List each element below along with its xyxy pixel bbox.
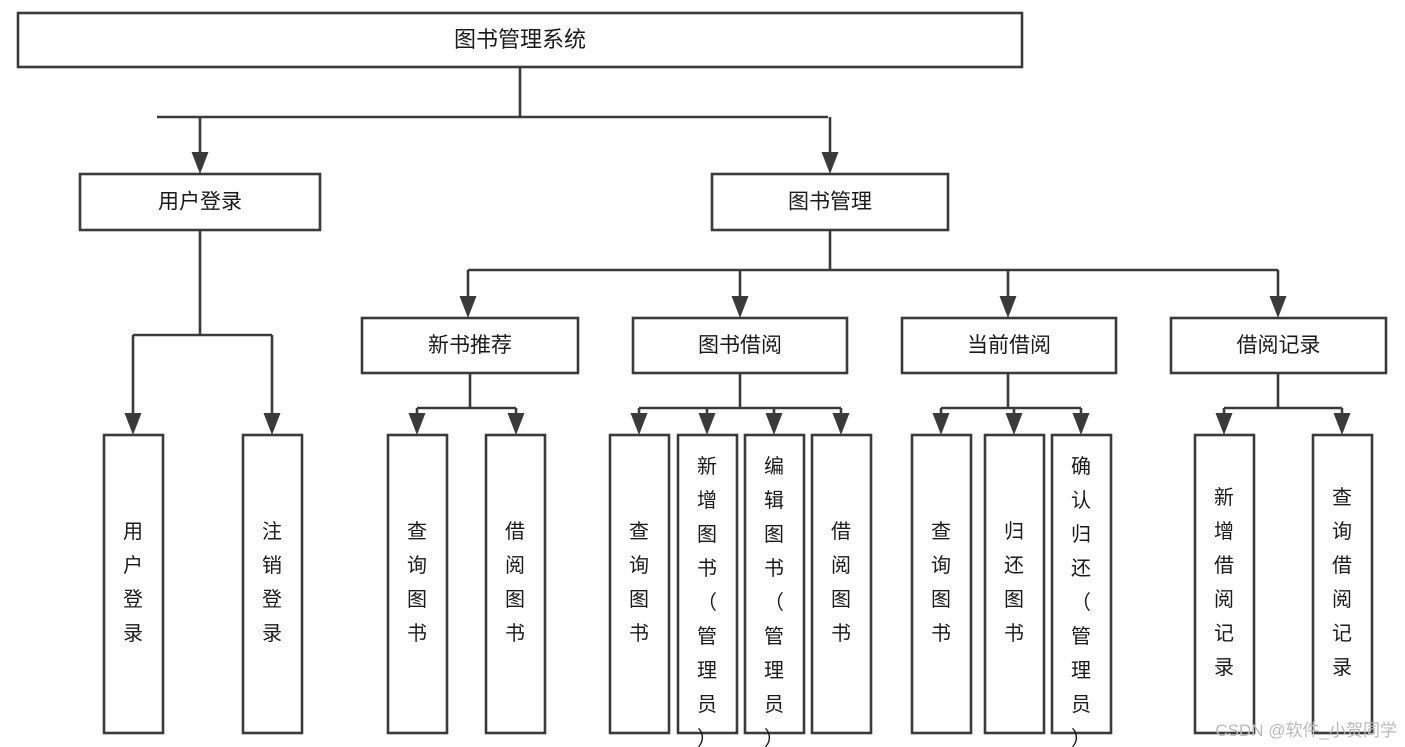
connector-borrow-record-bus [1215,373,1351,435]
node-leaf-add-book[interactable]: 新增图书（管理员） [676,433,739,747]
node-borrow-record[interactable]: 借阅记录 [1169,316,1388,375]
arrow-head-icon [1215,413,1233,435]
node-leaf-query-book-3[interactable]: 查询图书 [910,433,973,735]
arrow-head-icon [191,152,209,174]
node-leaf-user-login[interactable]: 用户登录 [102,433,165,735]
node-box[interactable] [608,433,671,735]
arrow-head-icon [1005,413,1023,435]
node-leaf-confirm-return[interactable]: 确认归还（管理员） [1050,433,1113,747]
node-label: 确认归还（管理员） [1071,455,1092,747]
node-label: 查询图书 [407,520,428,645]
node-box[interactable] [484,433,547,735]
arrow-head-icon [999,296,1017,318]
node-new-book-recommend[interactable]: 新书推荐 [360,316,580,375]
node-book-manage[interactable]: 图书管理 [710,172,950,232]
node-label: 借阅图书 [831,520,852,645]
node-label: 查询借阅记录 [1332,486,1353,679]
connector-current-borrow-bus [932,373,1090,435]
arrow-head-icon [263,413,281,435]
arrow-head-icon [408,413,426,435]
node-current-borrow[interactable]: 当前借阅 [900,316,1118,375]
node-leaf-return-book[interactable]: 归还图书 [983,433,1046,735]
node-box[interactable] [1311,433,1374,735]
node-label: 用户登录 [123,521,144,645]
node-box[interactable] [676,433,739,735]
node-box[interactable] [102,433,165,735]
node-label: 新书推荐 [428,334,512,357]
node-box[interactable] [360,316,580,375]
node-label: 图书管理系统 [454,27,586,52]
node-label: 查询图书 [629,520,650,645]
node-leaf-borrow-book-2[interactable]: 借阅图书 [810,433,873,735]
node-label: 借阅记录 [1237,334,1321,357]
node-leaf-query-record[interactable]: 查询借阅记录 [1311,433,1374,735]
node-box[interactable] [1169,316,1388,375]
node-book-borrow[interactable]: 图书借阅 [631,316,849,375]
arrow-head-icon [1333,413,1351,435]
node-user-login[interactable]: 用户登录 [78,172,322,232]
arrow-head-icon [507,413,525,435]
node-label: 借阅图书 [505,520,526,645]
node-label: 图书管理 [788,191,872,214]
connector-new-book-bus [408,373,525,435]
node-box[interactable] [1193,433,1256,735]
node-box[interactable] [910,433,973,735]
node-label: 查询图书 [931,520,952,645]
node-box[interactable] [241,433,304,735]
node-box[interactable] [631,316,849,375]
node-box[interactable] [16,11,1024,69]
node-leaf-edit-book[interactable]: 编辑图书（管理员） [743,433,806,747]
connector-user-login-bus [124,230,281,435]
connector-book-borrow-bus [630,373,850,435]
connector-layer [124,67,1351,435]
node-box[interactable] [386,433,449,735]
node-label: 图书借阅 [698,334,782,357]
node-label: 编辑图书（管理员） [764,455,785,747]
arrow-head-icon [1072,413,1090,435]
node-layer: 图书管理系统用户登录图书管理新书推荐图书借阅当前借阅借阅记录用户登录注销登录查询… [16,11,1388,747]
arrow-head-icon [1269,296,1287,318]
node-box[interactable] [78,172,322,232]
arrow-head-icon [765,413,783,435]
node-leaf-logout[interactable]: 注销登录 [241,433,304,735]
arrow-head-icon [630,413,648,435]
node-box[interactable] [743,433,806,735]
node-leaf-query-book-1[interactable]: 查询图书 [386,433,449,735]
node-leaf-borrow-book-1[interactable]: 借阅图书 [484,433,547,735]
node-box[interactable] [900,316,1118,375]
node-box[interactable] [810,433,873,735]
node-label: 新增图书（管理员） [697,455,718,747]
node-leaf-add-record[interactable]: 新增借阅记录 [1193,433,1256,735]
node-box[interactable] [1050,433,1113,735]
node-label: 当前借阅 [967,334,1051,357]
arrow-head-icon [731,296,749,318]
connector-root-bus [157,67,839,174]
node-label: 注销登录 [262,520,283,645]
node-box[interactable] [983,433,1046,735]
connector-book-manage-bus [459,230,1287,318]
arrow-head-icon [821,152,839,174]
node-label: 用户登录 [158,191,242,214]
node-root[interactable]: 图书管理系统 [16,11,1024,69]
arrow-head-icon [698,413,716,435]
arrow-head-icon [124,413,142,435]
arrow-head-icon [832,413,850,435]
arrow-head-icon [932,413,950,435]
node-label: 新增借阅记录 [1214,486,1235,679]
arrow-head-icon [459,296,477,318]
node-box[interactable] [710,172,950,232]
node-label: 归还图书 [1004,520,1025,645]
node-leaf-query-book-2[interactable]: 查询图书 [608,433,671,735]
